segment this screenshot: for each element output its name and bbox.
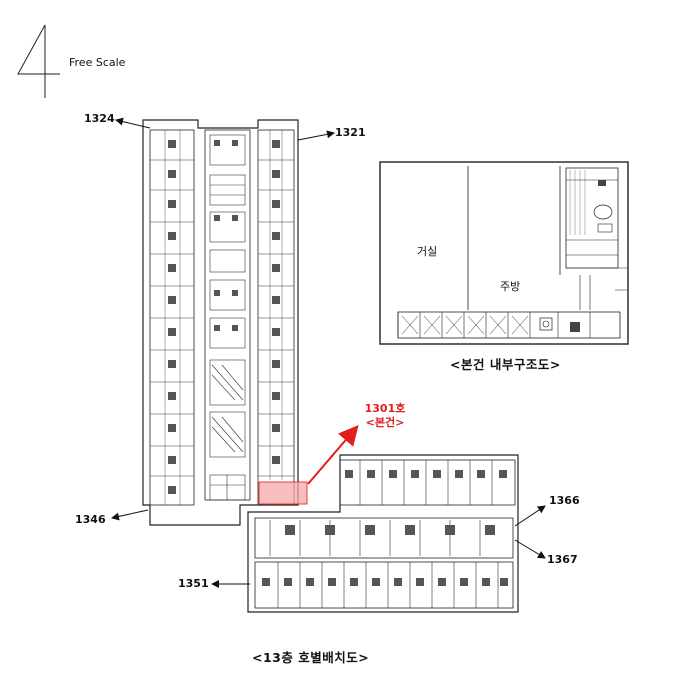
lower-wing-units [269,460,499,608]
tower-left-units [150,130,194,505]
subject-unit-highlight [258,481,308,505]
inset-plan [379,161,629,345]
unit-pointer-arrows [111,117,546,588]
unit-label-1366: 1366 [549,494,580,507]
unit-label-1321: 1321 [335,126,366,139]
tower-right-fixtures [272,140,280,464]
subject-unit-pointer [307,424,359,485]
subject-unit-tag: <본건> [365,416,405,429]
tower-core [209,134,246,501]
unit-label-1351: 1351 [178,577,209,590]
scale-label: Free Scale [69,56,126,69]
inset-caption: <본건 내부구조도> [450,357,561,372]
plan-caption: <13층 호별배치도> [252,650,370,665]
unit-label-1324: 1324 [84,112,115,125]
lower-wing [247,454,519,613]
room-label-kitchen: 주방 [500,280,521,293]
inset-fixtures [570,180,606,332]
tower-right-units [258,130,294,480]
tower-left-fixtures [168,140,176,494]
subject-unit-label: 1301호 <본건> [360,402,410,430]
unit-label-1367: 1367 [547,553,578,566]
tower-core-fills [214,140,238,331]
unit-label-1346: 1346 [75,513,106,526]
lower-wing-fixtures [262,470,508,586]
north-arrow-icon [17,24,60,98]
tower-wing [142,119,299,526]
subject-unit-number: 1301호 [364,402,406,415]
room-label-living: 거실 [417,245,438,258]
